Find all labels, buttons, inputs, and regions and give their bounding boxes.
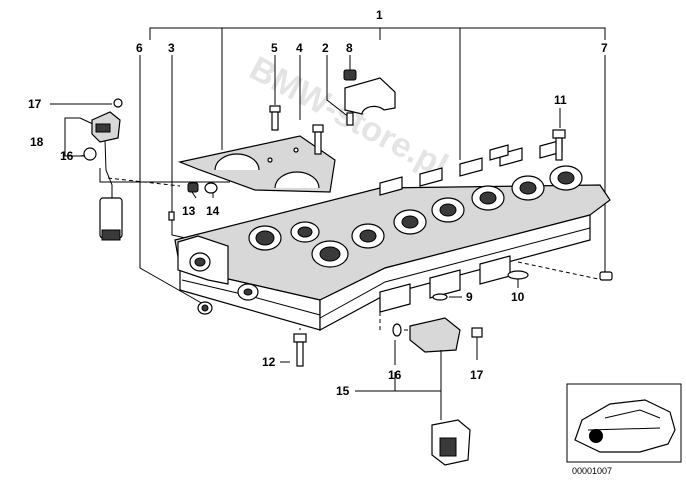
bearing-cap-part-8: [343, 69, 396, 126]
engine-location-marker: [589, 429, 603, 443]
bearing-pedestals: [248, 165, 583, 268]
callout-14: 14: [206, 204, 220, 218]
callout-4: 4: [296, 41, 303, 55]
callout-13: 13: [182, 204, 196, 218]
callout-17-left: 17: [28, 97, 42, 111]
callout-10: 10: [511, 290, 525, 304]
callout-16-left: 16: [60, 149, 74, 163]
callout-16-bottom: 16: [388, 368, 402, 382]
camshaft-sensor-left: [91, 111, 123, 241]
callout-11: 11: [554, 93, 567, 107]
callout-12: 12: [262, 355, 276, 369]
timing-cover: [177, 135, 336, 193]
cylinder-head: [174, 139, 611, 332]
small-parts: [83, 98, 529, 315]
callout-1: 1: [376, 8, 383, 22]
callout-labels: 1 2 3 4 5 6 7 8 9 10 11 12 13 14 15 16 1…: [28, 8, 608, 398]
callout-3: 3: [168, 41, 175, 55]
callout-5: 5: [271, 41, 278, 55]
leader-lines: [50, 27, 606, 392]
document-number: 00001007: [572, 466, 612, 476]
callout-17-bottom: 17: [470, 368, 484, 382]
callout-7: 7: [601, 41, 608, 55]
vehicle-location-thumbnail: [566, 383, 682, 463]
callout-18: 18: [30, 135, 44, 149]
camshaft-sensor-bottom: [392, 317, 483, 466]
callout-9: 9: [466, 290, 473, 304]
callout-15: 15: [336, 384, 350, 398]
callout-2: 2: [322, 41, 329, 55]
callout-6: 6: [136, 41, 143, 55]
callout-8: 8: [346, 41, 353, 55]
bolts: [269, 105, 613, 367]
